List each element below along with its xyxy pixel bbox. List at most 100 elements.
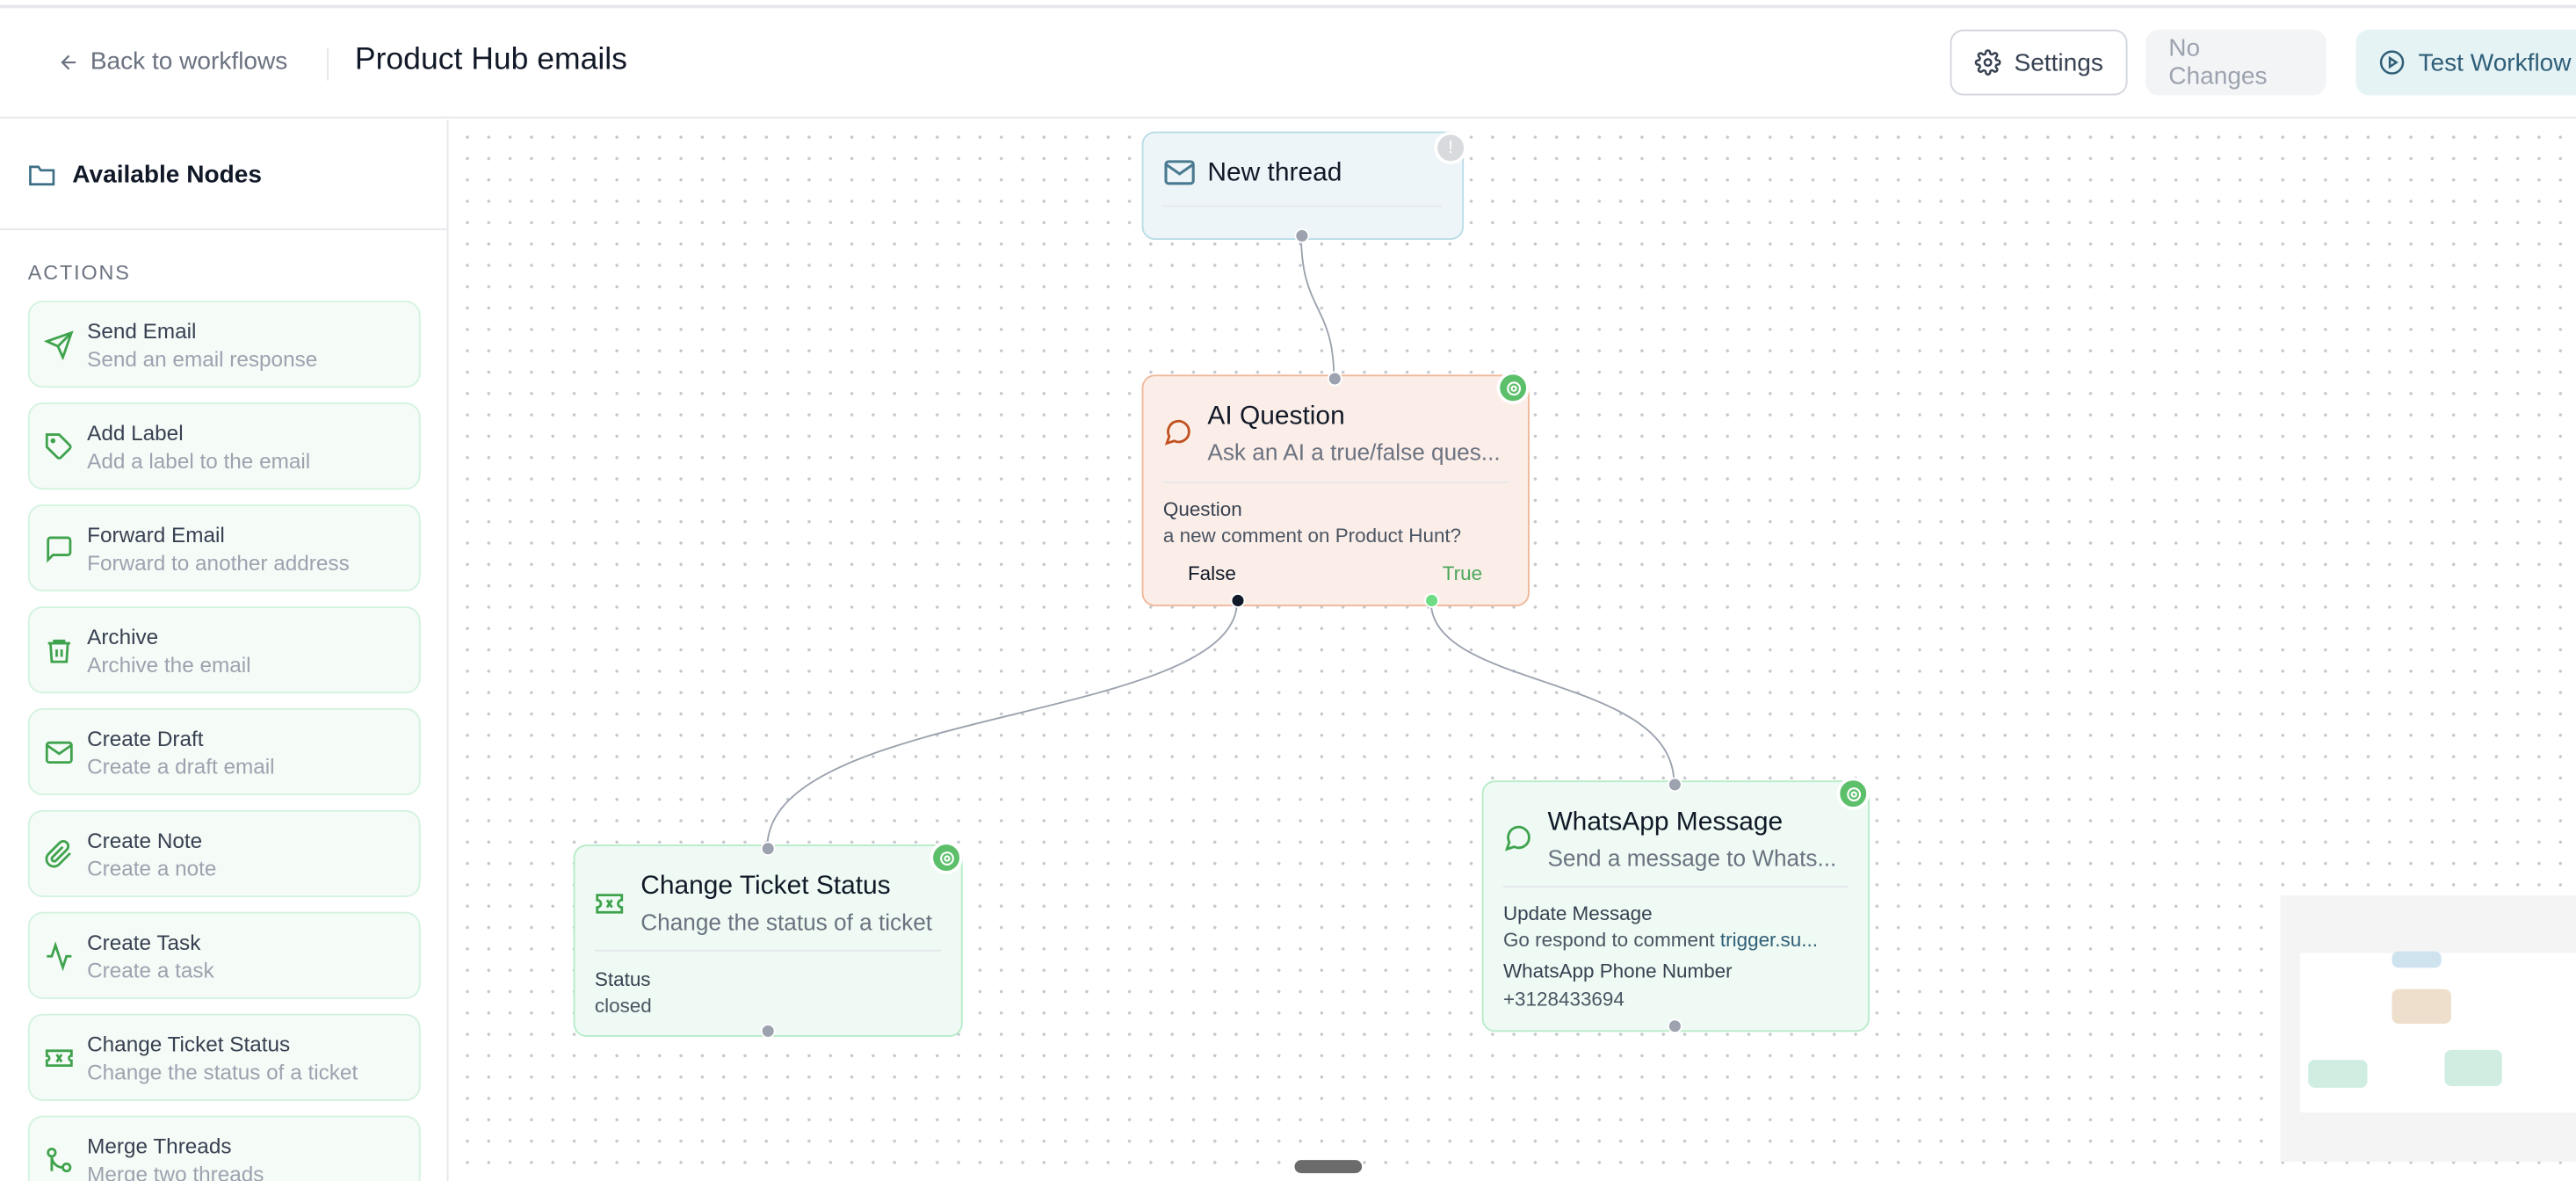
back-to-workflows-link[interactable]: Back to workflows: [57, 47, 287, 76]
field-value: a new comment on Product Hunt?: [1162, 524, 1462, 547]
ticket-icon: [596, 894, 624, 914]
handle-whatsapp-out[interactable]: [1667, 1018, 1682, 1034]
minimap-viewport: [2299, 953, 2576, 1112]
no-changes-button[interactable]: No Changes: [2145, 29, 2326, 96]
node-change-ticket-status[interactable]: Change Ticket Status Change the status o…: [573, 844, 963, 1037]
handle-trigger-out[interactable]: [1294, 228, 1310, 243]
node-title: New thread: [1207, 159, 1342, 188]
settings-label: Settings: [2014, 48, 2103, 76]
node-description: Change the status of a ticket: [640, 909, 933, 935]
item-description: Archive the email: [87, 652, 251, 677]
node-ai-question[interactable]: AI Question Ask an AI a true/false ques.…: [1141, 374, 1530, 606]
field-label: Status: [594, 967, 651, 991]
settings-button[interactable]: Settings: [1950, 29, 2128, 96]
field-label: Update Message: [1502, 902, 1653, 925]
handle-ai-true[interactable]: [1424, 593, 1440, 608]
node-title: WhatsApp Message: [1547, 808, 1784, 837]
variable-link: trigger.su...: [1719, 928, 1818, 952]
header: Back to workflows Product Hub emails Set…: [0, 8, 2576, 119]
sidebar-header: Available Nodes: [0, 120, 447, 230]
node-title: Change Ticket Status: [640, 872, 891, 901]
field-value: Go respond to comment trigger.su...: [1503, 928, 1818, 951]
gear-icon[interactable]: [930, 841, 963, 874]
field-text: Go respond to comment: [1502, 928, 1720, 952]
divider: [327, 47, 329, 81]
bottom-panel-handle[interactable]: [1294, 1160, 1363, 1174]
item-label: Add Label: [87, 420, 184, 446]
minimap-node: [2391, 951, 2442, 968]
field-label: Question: [1162, 497, 1242, 521]
node-description: Ask an AI a true/false ques...: [1207, 438, 1501, 466]
field-value: +3128433694: [1502, 987, 1624, 1011]
handle-ticket-out[interactable]: [760, 1023, 776, 1039]
true-label: True: [1442, 562, 1483, 585]
handle-ai-in[interactable]: [1327, 371, 1342, 387]
item-label: Merge Threads: [87, 1134, 232, 1159]
back-label: Back to workflows: [90, 47, 288, 76]
field-value: closed: [594, 994, 652, 1018]
ticket-icon: [45, 1049, 73, 1068]
item-label: Change Ticket Status: [87, 1032, 291, 1057]
no-changes-label: No Changes: [2168, 34, 2268, 91]
divider: [1502, 885, 1849, 888]
edge-ai-true-whatsapp: [1429, 601, 1675, 784]
folder-icon: [29, 164, 55, 185]
handle-ai-false[interactable]: [1230, 593, 1246, 608]
mail-icon: [45, 741, 73, 764]
item-label: Forward Email: [87, 522, 225, 547]
git-merge-icon: [47, 1148, 72, 1173]
minimap-node: [2308, 1060, 2368, 1088]
message-square-icon: [47, 536, 72, 563]
edge-ai-false-ticket: [766, 601, 1238, 848]
handle-ticket-in[interactable]: [760, 841, 776, 857]
trash-icon: [47, 639, 70, 663]
item-label: Create Note: [87, 828, 203, 853]
item-description: Change the status of a ticket: [87, 1060, 358, 1085]
handle-whatsapp-in[interactable]: [1667, 777, 1682, 793]
node-description: Send a message to Whats...: [1547, 844, 1837, 872]
paperclip-icon: [45, 839, 71, 868]
minimap[interactable]: [2280, 895, 2576, 1163]
item-description: Send an email response: [87, 346, 318, 372]
item-description: Add a label to the email: [87, 448, 311, 474]
mail-icon: [1164, 160, 1195, 185]
node-new-thread[interactable]: New thread !: [1141, 131, 1467, 241]
gear-icon: [1974, 49, 2001, 76]
false-label: False: [1187, 562, 1236, 585]
item-description: Forward to another address: [87, 550, 350, 576]
item-description: Merge two threads: [87, 1162, 264, 1181]
item-label: Archive: [87, 624, 159, 649]
message-circle-icon: [1504, 825, 1530, 851]
divider: [1162, 481, 1509, 483]
node-title: AI Question: [1207, 402, 1345, 431]
page-title: Product Hub emails: [354, 42, 627, 77]
item-label: Send Email: [87, 318, 197, 344]
item-description: Create a note: [87, 856, 217, 881]
arrow-left-icon: [61, 54, 76, 69]
item-description: Create a task: [87, 958, 214, 983]
alert-icon[interactable]: !: [1434, 131, 1467, 164]
send-icon: [44, 330, 74, 360]
test-workflow-label: Test Workflow: [2418, 48, 2572, 76]
divider: [1162, 205, 1443, 207]
item-description: Create a draft email: [87, 754, 275, 779]
section-actions: ACTIONS: [27, 261, 131, 285]
message-circle-icon: [1164, 419, 1190, 446]
divider: [594, 949, 942, 952]
sidebar-title: Available Nodes: [72, 160, 262, 189]
gear-icon[interactable]: [1836, 777, 1870, 810]
gear-icon[interactable]: [1496, 371, 1530, 404]
test-workflow-button[interactable]: Test Workflow: [2355, 29, 2576, 96]
node-whatsapp-message[interactable]: WhatsApp Message Send a message to Whats…: [1481, 780, 1870, 1032]
